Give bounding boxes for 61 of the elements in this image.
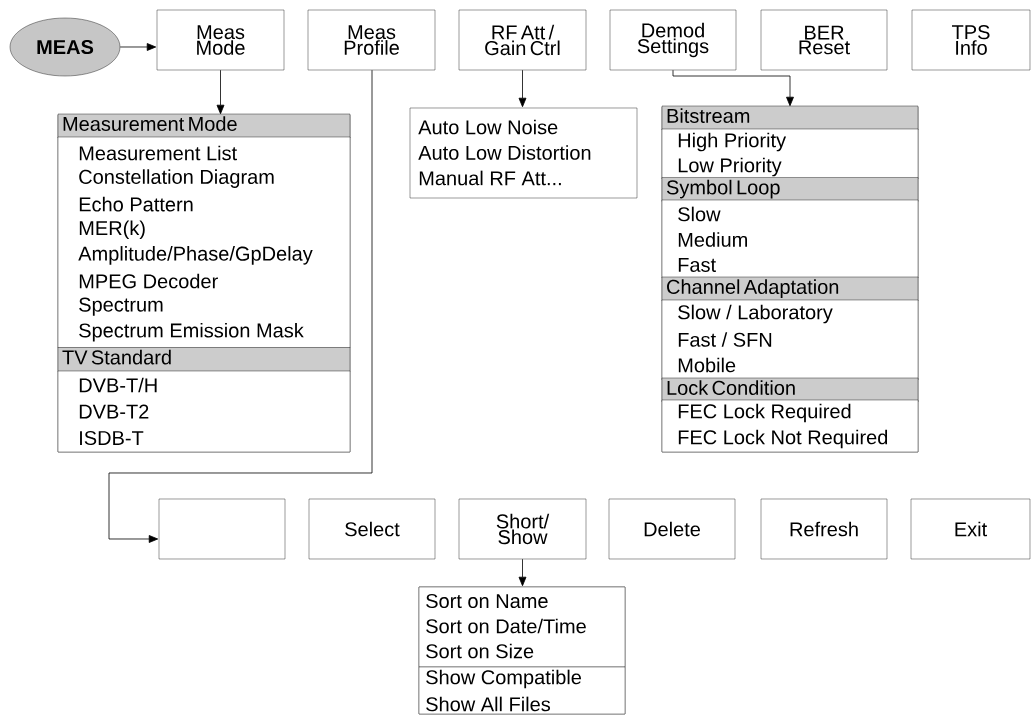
menu-item: Echo Pattern [79,196,193,212]
menu-button: Short/ Show [458,498,587,560]
menu-item: Auto Low Distortion [418,145,591,160]
group-header: Symbol Loop [661,177,919,202]
menu-item: Mobile [678,357,736,373]
menu-item: Measurement List [79,145,237,161]
menu-item: Fast [678,258,716,272]
menu-section [661,128,919,180]
menu-item: DVB-T/H [79,377,157,393]
arrow [216,69,225,115]
menu-button: Meas Profile [307,9,436,71]
menu-button: Meas Mode [156,9,285,71]
menu-item: High Priority [678,132,787,152]
arrow [518,69,527,108]
menu-item: FEC Lock Not Required [678,429,888,449]
menu-item: MER(k) [79,220,145,240]
arrow [119,43,157,51]
arrow [108,69,373,543]
menu-button: TPS Info [911,9,1031,71]
menu-section [409,107,638,199]
menu-item: Show All Files [426,696,551,712]
menu-item: Slow [678,206,721,222]
menu-button: Select [308,498,436,560]
group-header: Lock Condition [661,377,919,403]
menu-item: DVB-T2 [79,404,149,419]
group-header: Channel Adaptation [661,276,919,302]
menu-button: Demod Settings [609,9,737,71]
menu-item: Slow / Laboratory [678,304,833,324]
menu-section [661,199,919,279]
menu-section [57,370,351,453]
menu-item: Manual RF Att... [419,170,561,186]
menu-item: Constellation Diagram [79,169,274,188]
menu-item: Fast / SFN [678,332,772,347]
menu-item: Show Compatible [426,669,581,689]
menu-item: Low Priority [678,157,782,177]
group-header: TV Standard [57,347,351,372]
menu-button: Refresh [760,498,888,560]
menu-item: Spectrum Emission Mask [79,322,304,342]
menu-item: ISDB-T [80,430,144,446]
menu-item: Medium [678,232,747,247]
arrow [672,69,794,107]
menu-item: MPEG Decoder [79,273,218,289]
menu-section [661,399,919,453]
group-header: Measurement Mode [57,113,351,139]
menu-item: Spectrum [79,297,163,316]
menu-item: Sort on Name [426,593,548,609]
menu-item: Auto Low Noise [418,119,558,135]
menu-section [418,666,626,715]
menu-item: FEC Lock Required [678,403,851,423]
menu-button: BER Reset [760,9,888,71]
menu-button: Exit [910,498,1031,560]
menu-button: Delete [608,498,736,560]
menu-button: RF Att / Gain Ctrl [458,9,587,71]
group-header: Bitstream [661,105,919,131]
menu-item: Sort on Date/Time [426,618,586,634]
menu-item: Sort on Size [426,643,534,659]
menu-item: Amplitude/Phase/GpDelay [78,246,313,265]
menu-section [418,586,626,668]
arrow [518,558,527,587]
empty-button [158,498,286,560]
menu-section [57,136,351,349]
